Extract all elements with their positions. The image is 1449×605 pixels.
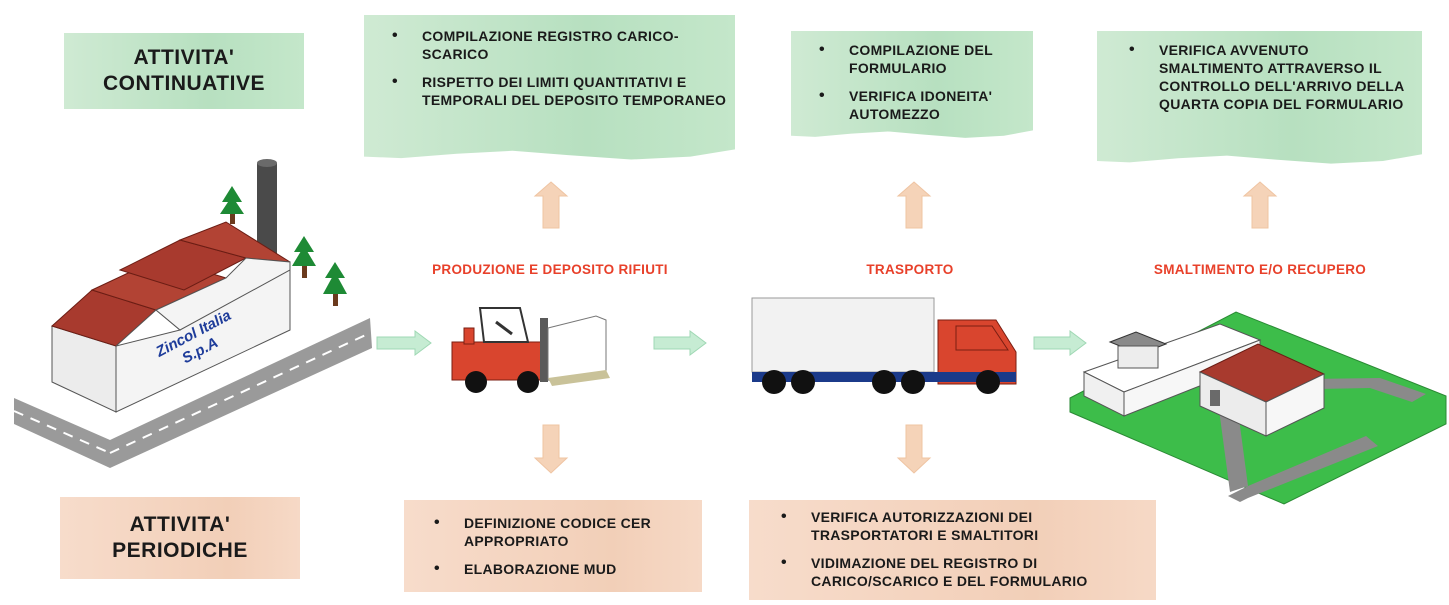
list-item: VIDIMAZIONE DEL REGISTRO DI CARICO/SCARI… — [773, 554, 1150, 590]
smaltimento-continuative-box: VERIFICA AVVENUTO SMALTIMENTO ATTRAVERSO… — [1097, 31, 1422, 164]
list-item: COMPILAZIONE REGISTRO CARICO-SCARICO — [384, 27, 729, 63]
forklift-icon — [451, 307, 610, 393]
trasporto-continuative-list: COMPILAZIONE DEL FORMULARIO VERIFICA IDO… — [811, 41, 1027, 123]
smaltimento-continuative-list: VERIFICA AVVENUTO SMALTIMENTO ATTRAVERSO… — [1121, 41, 1414, 113]
list-item: VERIFICA IDONEITA' AUTOMEZZO — [811, 87, 1027, 123]
periodic-title: ATTIVITA' PERIODICHE — [112, 513, 248, 562]
produzione-continuative-list: COMPILAZIONE REGISTRO CARICO-SCARICO RIS… — [384, 27, 729, 109]
stage-label-smaltimento: SMALTIMENTO E/O RECUPERO — [1153, 262, 1367, 277]
produzione-continuative-box: COMPILAZIONE REGISTRO CARICO-SCARICO RIS… — [364, 15, 735, 160]
flow-arrow-icon — [1033, 330, 1087, 356]
trasporto-periodic-box: VERIFICA AUTORIZZAZIONI DEI TRASPORTATOR… — [749, 500, 1156, 600]
list-item: DEFINIZIONE CODICE CER APPROPRIATO — [426, 514, 696, 550]
produzione-periodic-list: DEFINIZIONE CODICE CER APPROPRIATO ELABO… — [426, 514, 696, 578]
list-item: RISPETTO DEI LIMITI QUANTITATIVI E TEMPO… — [384, 73, 729, 109]
truck-icon — [751, 297, 1017, 394]
continuative-title-box: ATTIVITA' CONTINUATIVE — [64, 33, 304, 109]
trasporto-continuative-box: COMPILAZIONE DEL FORMULARIO VERIFICA IDO… — [791, 31, 1033, 138]
periodic-title-box: ATTIVITA' PERIODICHE — [60, 497, 300, 579]
factory-name: Zincol Italia S.p.A — [152, 307, 234, 367]
down-arrow-icon — [896, 424, 932, 474]
factory-name-line1: Zincol Italia — [152, 307, 234, 361]
list-item: VERIFICA AUTORIZZAZIONI DEI TRASPORTATOR… — [773, 508, 1150, 544]
up-arrow-icon — [896, 181, 932, 229]
down-arrow-icon — [533, 424, 569, 474]
trasporto-periodic-list: VERIFICA AUTORIZZAZIONI DEI TRASPORTATOR… — [773, 508, 1150, 590]
continuative-title: ATTIVITA' CONTINUATIVE — [103, 46, 265, 95]
stage-label-trasporto: TRASPORTO — [866, 262, 954, 277]
list-item: COMPILAZIONE DEL FORMULARIO — [811, 41, 1027, 77]
list-item: VERIFICA AVVENUTO SMALTIMENTO ATTRAVERSO… — [1121, 41, 1414, 113]
flow-arrow-icon — [653, 330, 707, 356]
list-item: ELABORAZIONE MUD — [426, 560, 696, 578]
produzione-periodic-box: DEFINIZIONE CODICE CER APPROPRIATO ELABO… — [404, 500, 702, 592]
tree-icon — [292, 236, 316, 278]
up-arrow-icon — [533, 181, 569, 229]
disposal-facility-icon — [1069, 311, 1447, 505]
up-arrow-icon — [1242, 181, 1278, 229]
tree-icon — [323, 262, 347, 306]
factory-icon — [13, 159, 372, 468]
factory-name-line2: S.p.A — [179, 334, 221, 367]
stage-label-produzione: PRODUZIONE E DEPOSITO RIFIUTI — [432, 262, 668, 277]
flow-arrow-icon — [376, 330, 432, 356]
tree-icon — [220, 186, 244, 224]
